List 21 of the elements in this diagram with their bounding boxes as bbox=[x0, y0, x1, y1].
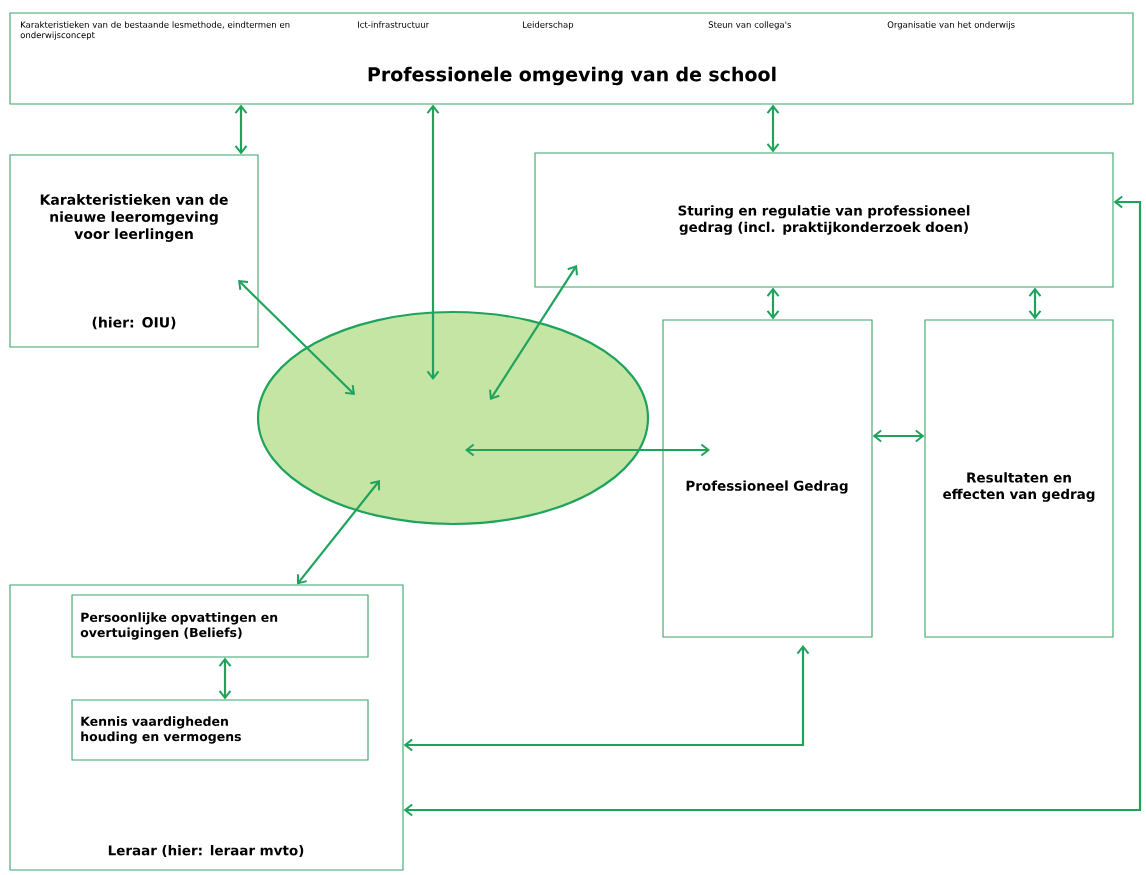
arrow bbox=[465, 443, 710, 457]
arrow bbox=[489, 265, 578, 400]
process-box: Resultaten en effecten van gedrag bbox=[924, 319, 1114, 638]
arrow bbox=[426, 104, 440, 380]
ellipse-shape bbox=[256, 310, 650, 526]
arrow bbox=[1028, 287, 1042, 320]
arrow bbox=[297, 480, 380, 585]
arrow bbox=[218, 657, 232, 700]
arrow bbox=[766, 287, 780, 320]
arrow bbox=[403, 195, 1142, 817]
process-box: Persoonlijke opvattingen en overtuigingen (Beliefs) bbox=[71, 594, 369, 658]
process-box: Professioneel Gedrag bbox=[662, 319, 873, 638]
arrow bbox=[872, 429, 925, 443]
process-box: Karakteristieken van de nieuwe leeromgeving voor leerlingen (hier: OIU) bbox=[9, 154, 259, 348]
process-box: Kennis vaardigheden houding en vermogens bbox=[71, 699, 369, 761]
arrow bbox=[234, 104, 248, 155]
arrow bbox=[403, 645, 810, 752]
process-box: Sturing en regulatie van professioneel gedrag (incl. praktijkonderzoek doen) bbox=[534, 152, 1114, 288]
arrow bbox=[766, 104, 780, 153]
context-box: Karakteristieken van de bestaande lesmethode, eindtermen en onderwijsconcept Ict-infrastructuur Leiderschap Steun van collega's Organisatie van het onderwijs Professionele omgeving van de school bbox=[9, 12, 1134, 105]
arrow bbox=[238, 280, 355, 395]
